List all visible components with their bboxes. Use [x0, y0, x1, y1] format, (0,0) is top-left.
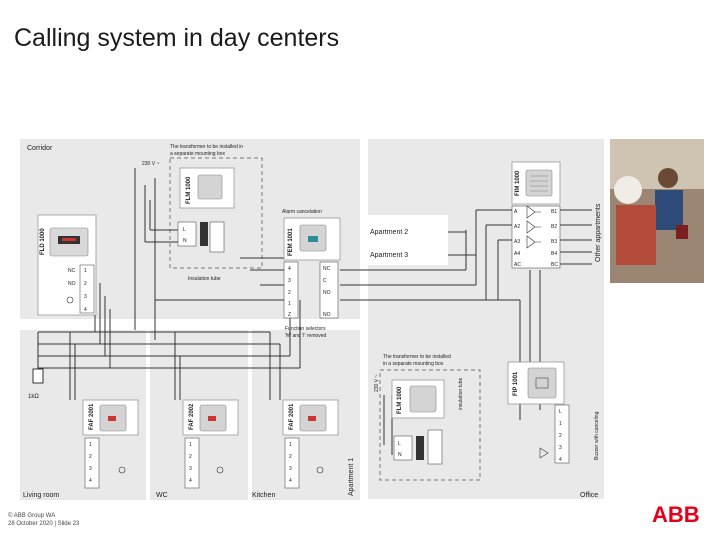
room-label-wc: WC — [156, 492, 168, 499]
function-selector-line1: Function selectors — [285, 326, 326, 332]
room-label-living-room: Living room — [23, 492, 59, 499]
faf-kitchen-terminal-4: 4 — [289, 478, 292, 484]
fip-terminal-1: 1 — [559, 421, 562, 427]
faf-wc-terminal-1: 1 — [189, 442, 192, 448]
fld-1000-label: FLD 1000 — [40, 228, 46, 255]
fld-terminal-no: NO — [68, 281, 76, 287]
ln-label-n: N — [183, 238, 187, 244]
fim-terminals: A A2 A3 A4 AC B1 B2 B3 B4 BC — [514, 209, 558, 268]
voltage-label-bottom: 230 V ~ — [374, 375, 380, 392]
flm-1000-office-label: FLM 1000 — [397, 386, 403, 414]
footer-copyright: © ABB Group WA — [8, 513, 56, 519]
faf-2001-living-label: FAF 2001 — [89, 403, 95, 430]
fem-terminal-nc: NC — [323, 266, 331, 272]
faf-living: FAF 2001 1 2 3 4 — [82, 399, 139, 489]
fim-terminal-b3: B3 — [551, 239, 557, 245]
fem-terminal-3: 3 — [288, 278, 291, 284]
faf-kitchen-terminal-1: 1 — [289, 442, 292, 448]
fip-terminal-4: 4 — [559, 457, 562, 463]
faf-living-terminal-2: 2 — [89, 454, 92, 460]
fim-terminal-a3: A3 — [514, 239, 520, 245]
fld-terminal-2: 2 — [84, 281, 87, 287]
fip-terminal-l: L — [559, 409, 562, 415]
fem-terminal-no: NO — [323, 290, 331, 296]
transformer-note-bottom-line2: in a separate mounting box — [383, 361, 444, 367]
fem-terminal-c: C — [323, 278, 327, 284]
resistor-label: 1kΩ — [28, 394, 39, 400]
faf-wc-terminal-3: 3 — [189, 466, 192, 472]
fld-terminal-1: 1 — [84, 268, 87, 274]
fld-terminal-4: 4 — [84, 307, 87, 313]
office-ln-label-l: L — [398, 441, 401, 447]
faf-kitchen: FAF 2001 1 2 3 4 — [282, 399, 339, 489]
abb-logo-text: ABB — [652, 502, 700, 526]
lamp-icon — [66, 296, 74, 304]
fim-terminal-a2: A2 — [514, 224, 520, 230]
fim-terminal-b1: B1 — [551, 209, 557, 215]
buzzer-icon — [539, 447, 549, 459]
fim-1000-label: FIM 1000 — [515, 170, 521, 196]
faf-living-terminal-3: 3 — [89, 466, 92, 472]
faf-kitchen-terminal-3: 3 — [289, 466, 292, 472]
fem-1001-label: FEM 1001 — [288, 228, 294, 256]
transformer-note-top-line1: The transformer to be installed in — [170, 144, 243, 150]
faf-wc-terminal-4: 4 — [189, 478, 192, 484]
room-label-kitchen: Kitchen — [252, 492, 275, 499]
apartments-box — [368, 215, 448, 265]
fip-terminals: L 1 2 3 4 — [559, 409, 562, 463]
fim-terminal-b2: B2 — [551, 224, 557, 230]
faf-wc: FAF 2002 1 2 3 4 — [182, 399, 239, 489]
room-label-other-apartments: Other appartments — [595, 203, 602, 262]
fim-terminal-a: A — [514, 209, 518, 215]
fem-terminal-4: 4 — [288, 266, 291, 272]
fim-terminal-ac: AC — [514, 262, 521, 268]
footer: © ABB Group WA 28 October 2020 | Slide 2… — [8, 512, 79, 528]
fem-terminal-z: Z — [288, 312, 291, 318]
fem-terminal-2: 2 — [288, 290, 291, 296]
buzzer-label: Buzzer with canceling — [594, 411, 600, 460]
insulation-tube-vertical-label: insulation tube — [458, 378, 464, 410]
fem-terminals: 4 3 2 1 Z NC C NO NO — [288, 266, 331, 318]
faf-living-terminal-1: 1 — [89, 442, 92, 448]
alarm-cancelation-label: Alarm cancelation — [282, 209, 322, 215]
fip-terminal-3: 3 — [559, 445, 562, 451]
faf-2001-kitchen-label: FAF 2001 — [289, 403, 295, 430]
room-label-corridor: Corridor — [27, 145, 53, 152]
faf-kitchen-terminal-2: 2 — [289, 454, 292, 460]
abb-logo: ABB — [652, 502, 700, 526]
faf-wc-terminal-2: 2 — [189, 454, 192, 460]
page-title: Calling system in day centers — [14, 24, 340, 52]
room-label-office: Office — [580, 492, 598, 499]
fld-terminal-3: 3 — [84, 294, 87, 300]
office-ln-label-n: N — [398, 452, 402, 458]
transformer-note-top-line2: a separate mounting box — [170, 151, 226, 157]
fip-terminal-2: 2 — [559, 433, 562, 439]
room-label-apartment-1: Apartment 1 — [348, 458, 355, 496]
transformer-note-bottom-line1: The transformer to be installed — [383, 354, 451, 360]
voltage-label-top: 230 V ~ — [142, 161, 159, 167]
fip-1001-label: FIP 1001 — [513, 371, 519, 396]
footer-date-slide: 28 October 2020 | Slide 23 — [8, 521, 80, 527]
flm-1000-corridor-label: FLM 1000 — [186, 176, 192, 204]
fim-terminal-b4: B4 — [551, 251, 557, 257]
insulation-tube-label: Insulation tube — [188, 276, 221, 282]
faf-2002-wc-label: FAF 2002 — [189, 403, 195, 430]
room-label-apartment-3: Apartment 3 — [370, 252, 408, 259]
faf-living-terminal-4: 4 — [89, 478, 92, 484]
elderly-care-photo — [610, 139, 704, 283]
ln-label-l: L — [183, 227, 186, 233]
fim-terminal-bc: BC — [551, 262, 558, 268]
fem-terminal-1: 1 — [288, 301, 291, 307]
function-selector-line2: 'M' and 'I' removed — [285, 333, 327, 339]
room-label-apartment-2: Apartment 2 — [370, 229, 408, 236]
fim-terminal-a4: A4 — [514, 251, 520, 257]
fld-terminal-nc: NC — [68, 268, 76, 274]
fld-terminals: NC NO 1 2 3 4 — [68, 268, 87, 313]
fem-terminal-no2: NO — [323, 312, 331, 318]
